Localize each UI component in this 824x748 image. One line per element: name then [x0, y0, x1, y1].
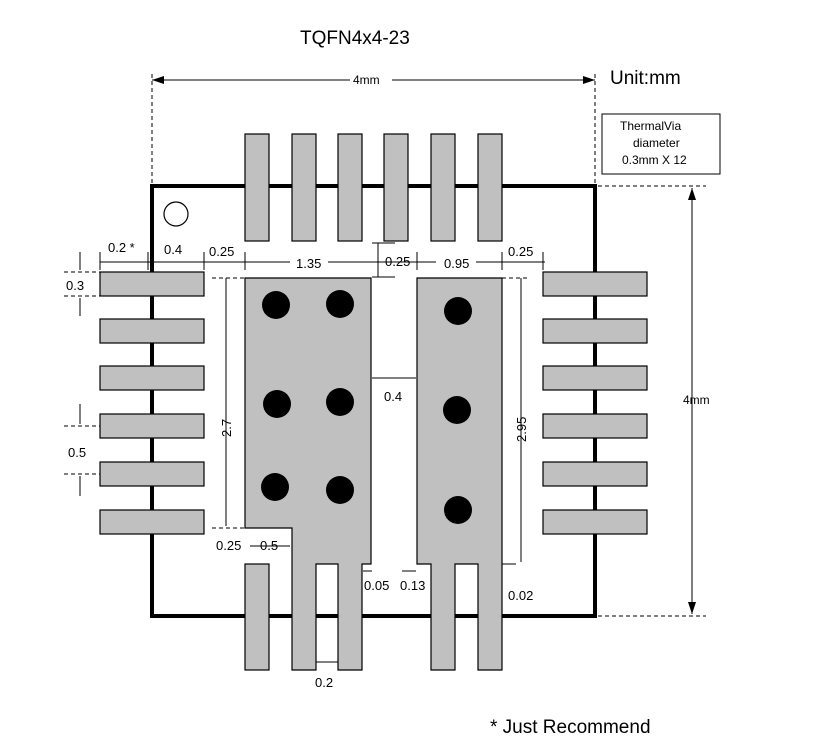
via [444, 297, 472, 325]
pin-top-5 [430, 133, 456, 242]
pin-left-6 [99, 509, 205, 535]
dim-right-pad-width: 0.95 [444, 256, 469, 271]
pin-right-5 [542, 461, 648, 487]
dim-offset-2: 0.13 [400, 578, 425, 593]
via [443, 396, 471, 424]
note-line-3: 0.3mm X 12 [622, 153, 687, 167]
dim-right-pad-height: 2.95 [514, 417, 529, 442]
dim-offset-1: 0.05 [364, 578, 389, 593]
dim-pad-width: 0.3 [66, 278, 84, 293]
note-line-2: diameter [633, 136, 680, 150]
dim-notch-width: 0.5 [260, 538, 278, 553]
via [326, 388, 354, 416]
pin-right-3 [542, 365, 648, 391]
pin-top-6 [477, 133, 503, 242]
dim-center-gap: 0.4 [384, 389, 402, 404]
via [262, 291, 290, 319]
via [444, 496, 472, 524]
via [261, 473, 289, 501]
pin-right-6 [542, 509, 648, 535]
dim-pad-length: 0.2 * [108, 240, 135, 255]
pin-left-5 [99, 461, 205, 487]
pin-top-1 [244, 133, 270, 242]
thermal-via-note-box [601, 113, 721, 175]
dim-notch-height: 0.25 [216, 538, 241, 553]
pin-bottom-1 [244, 563, 270, 671]
pin-right-4 [542, 413, 648, 439]
dim-left-pad-height: 2.7 [219, 419, 234, 437]
dim-left-pad-width: 1.35 [296, 256, 321, 271]
note-line-1: ThermalVia [620, 119, 681, 133]
package-outline [150, 184, 597, 618]
dim-offset-3: 0.02 [508, 588, 533, 603]
dim-gap-left: 0.25 [209, 244, 234, 259]
pin-left-3 [99, 365, 205, 391]
diagram-title: TQFN4x4-23 [300, 28, 410, 49]
pin-left-4 [99, 413, 205, 439]
width-total-label: 4mm [353, 73, 380, 87]
pin-left-1 [99, 271, 205, 297]
dim-pitch: 0.5 [68, 445, 86, 460]
pin-top-3 [337, 133, 363, 242]
dim-gap-top: 0.25 [385, 254, 410, 269]
pin-left-2 [99, 318, 205, 344]
via [326, 290, 354, 318]
dim-gap-right: 0.25 [508, 244, 533, 259]
height-total-label: 4mm [683, 393, 710, 407]
exposed-pad-left [244, 277, 372, 671]
pin-top-4 [383, 133, 409, 242]
dim-bottom-gap: 0.2 [315, 675, 333, 690]
pin-right-2 [542, 318, 648, 344]
pin-right-1 [542, 271, 648, 297]
unit-label: Unit:mm [610, 68, 681, 89]
via [326, 476, 354, 504]
dim-pad-inner: 0.4 [164, 242, 182, 257]
via [263, 390, 291, 418]
exposed-pad-right [416, 277, 503, 671]
pin1-marker [163, 201, 189, 227]
footnote: * Just Recommend [490, 717, 651, 738]
pin-top-2 [291, 133, 317, 242]
